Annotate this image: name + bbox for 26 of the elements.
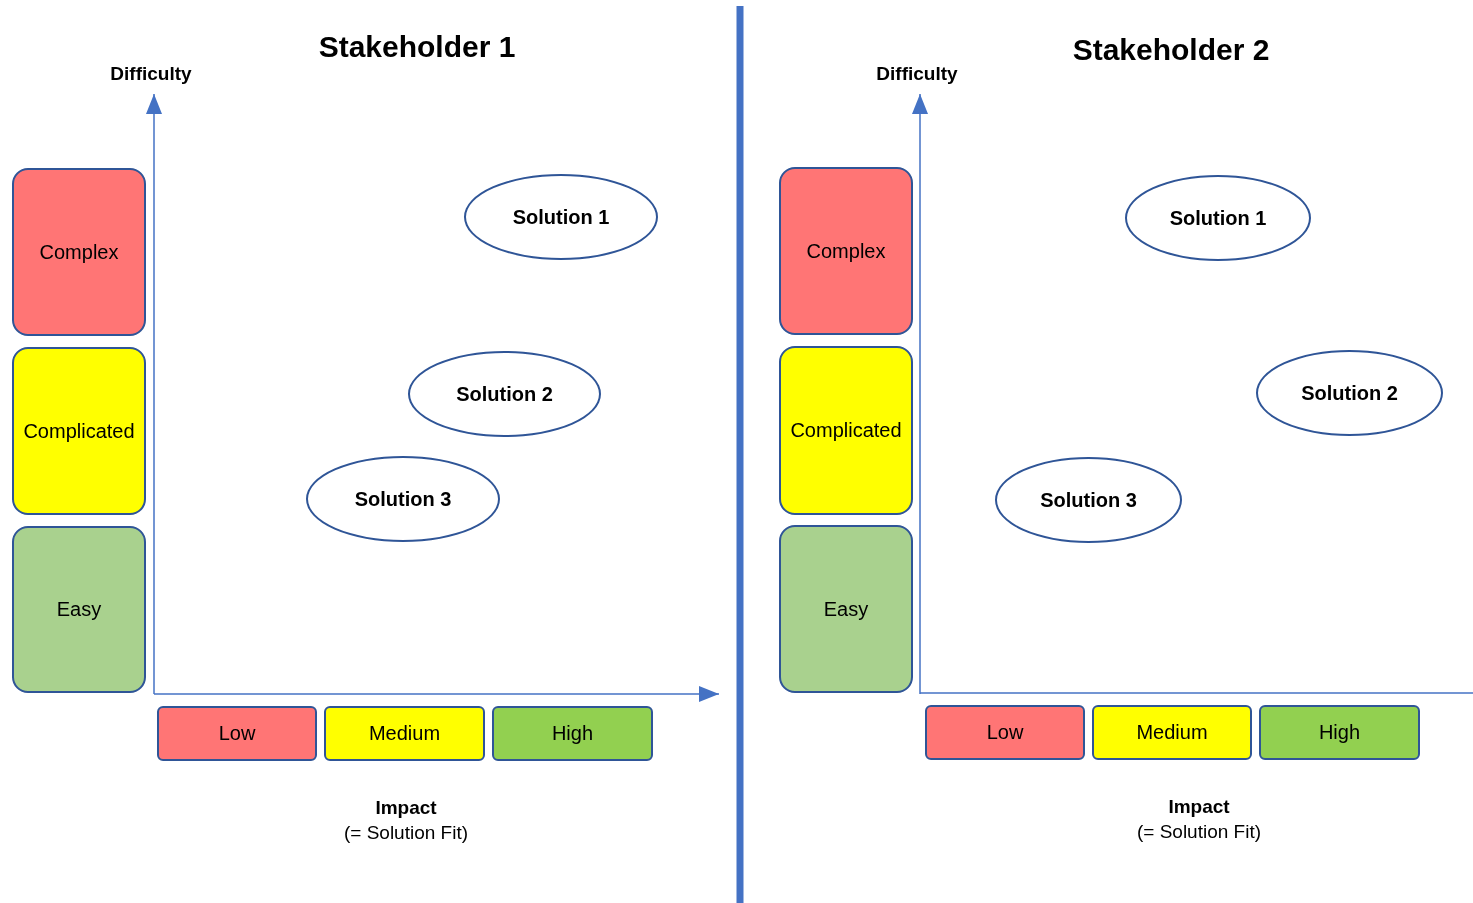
- category-box: Easy: [12, 526, 146, 693]
- axis-note: (= Solution Fit): [1136, 821, 1262, 843]
- category-box: Complex: [12, 168, 146, 336]
- category-box: High: [492, 706, 653, 761]
- solution-ellipse: Solution 3: [306, 456, 500, 542]
- axis-label: Impact: [1168, 796, 1230, 818]
- category-box: Low: [925, 705, 1085, 760]
- solution-ellipse: Solution 1: [1125, 175, 1311, 261]
- category-box: Low: [157, 706, 317, 761]
- category-box: Complicated: [12, 347, 146, 515]
- solution-ellipse: Solution 2: [1256, 350, 1443, 436]
- axis-label: Impact: [375, 797, 437, 819]
- category-box: Complicated: [779, 346, 913, 515]
- axis-note: (= Solution Fit): [343, 822, 469, 844]
- category-box: High: [1259, 705, 1420, 760]
- solution-ellipse: Solution 1: [464, 174, 658, 260]
- axis-label: Difficulty: [876, 63, 958, 85]
- axis-label: Difficulty: [110, 63, 192, 85]
- panel-title: Stakeholder 1: [318, 30, 516, 64]
- category-box: Medium: [324, 706, 485, 761]
- panel-title: Stakeholder 2: [1072, 33, 1270, 67]
- category-box: Easy: [779, 525, 913, 693]
- category-box: Medium: [1092, 705, 1252, 760]
- solution-ellipse: Solution 3: [995, 457, 1182, 543]
- solution-ellipse: Solution 2: [408, 351, 601, 437]
- category-box: Complex: [779, 167, 913, 335]
